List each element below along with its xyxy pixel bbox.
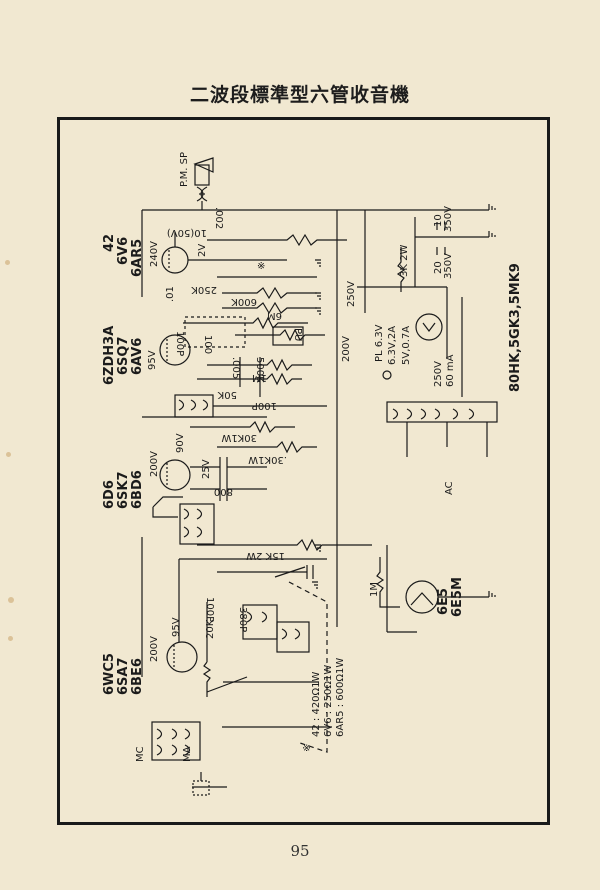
- label-20k: 20K: [205, 619, 216, 639]
- speaker-label: P.M. SP: [179, 152, 190, 187]
- note-line-1: 42 : 420Ω1W: [311, 671, 322, 737]
- label-200v-conv: 200V: [149, 636, 160, 662]
- page-number: 95: [290, 842, 310, 860]
- label-c100p: 100P: [174, 331, 185, 356]
- tube-label-detector-3: 6AV6: [130, 338, 145, 375]
- label-2v: 2V: [197, 244, 208, 257]
- tube-label-eye-2: 6E5M: [450, 577, 465, 617]
- label-250v: 250V: [346, 281, 357, 307]
- label-filament-top: 6.3V,2A: [387, 326, 398, 365]
- label-240v: 240V: [149, 241, 160, 267]
- label-note-mark: ※: [257, 261, 265, 272]
- label-pl: PL 6.3V: [374, 324, 385, 362]
- label-200v-main: 200V: [341, 336, 352, 362]
- label-15k: 15K 2W: [246, 550, 285, 561]
- label-6m: 6M: [267, 310, 282, 321]
- tube-label-conv-2: 6SA7: [116, 657, 131, 695]
- page-title: 二波段標準型六管收音機: [189, 84, 410, 106]
- note-mark: ※: [302, 744, 313, 752]
- label-1m: 1M: [252, 372, 267, 383]
- label-c100p-conv: 100P: [204, 597, 215, 622]
- label-c01: .01: [165, 286, 176, 302]
- label-cap-10: 10: [433, 214, 444, 227]
- tube-label-detector-2: 6SQ7: [116, 336, 131, 375]
- tube-label-detector-1: 6ZDH3A: [102, 326, 117, 385]
- schematic-diagram: 42 6V6 6AR5 6ZDH3A 6SQ7 6AV6 6D6 6SK7 6B…: [57, 117, 550, 825]
- label-cap-20: 20: [433, 261, 444, 274]
- label-95v-conv: 95V: [171, 617, 182, 637]
- label-30k-b: .30K1W: [248, 454, 287, 465]
- tube-label-if-2: 6SK7: [116, 471, 131, 509]
- label-c002: .002: [213, 207, 224, 229]
- label-95v-det: 95V: [147, 350, 158, 370]
- label-c10-50v: 10(50V): [167, 227, 207, 238]
- tube-label-output-2: 6V6: [116, 237, 131, 265]
- label-mc: MC: [135, 746, 146, 762]
- tube-label-output-3: 6AR5: [130, 239, 145, 277]
- label-1m-eye: 1M: [369, 582, 380, 597]
- label-cap-10-v: 350V: [443, 206, 454, 232]
- label-30k: 30K1W: [221, 432, 257, 443]
- label-3k: 3K 2W: [399, 245, 410, 277]
- tube-label-conv-3: 6BE6: [130, 658, 145, 695]
- tube-label-output-1: 42: [102, 234, 117, 252]
- note-line-2: 6V6 : 250Ω1W: [323, 665, 334, 737]
- label-ht-ma: 60 mA: [445, 354, 456, 387]
- label-50k: 50K: [217, 389, 237, 400]
- label-c100: 100: [202, 335, 213, 354]
- label-800: 800: [214, 486, 233, 497]
- stain-mark: [6, 452, 11, 457]
- tube-label-conv-1: 6WC5: [102, 653, 117, 695]
- label-25v: 25V: [201, 459, 212, 479]
- label-filament-mid: 5V,0.7A: [401, 326, 412, 365]
- tube-label-rectifier: 80HK,5GK3,5MK9: [508, 263, 523, 392]
- label-cap-20-v: 350V: [443, 253, 454, 279]
- label-380p: 380P: [237, 607, 248, 632]
- stain-mark: [8, 597, 14, 603]
- label-ac: AC: [444, 481, 455, 495]
- tube-label-eye-1: 6E5: [436, 588, 451, 615]
- tube-label-if-3: 6BD6: [130, 470, 145, 509]
- label-c005: .005: [230, 357, 241, 379]
- label-200v-if: 200V: [149, 451, 160, 477]
- note-line-3: 6AR5 : 600Ω1W: [335, 658, 346, 737]
- label-ma: MA: [182, 746, 193, 762]
- label-500k: 500K: [254, 357, 265, 383]
- stain-mark: [5, 260, 10, 265]
- label-90v: 90V: [175, 433, 186, 453]
- stain-mark: [8, 636, 13, 641]
- label-c100p-b: 100P: [252, 400, 277, 411]
- label-600k: 600K: [231, 296, 257, 307]
- label-pu: PU: [292, 328, 303, 341]
- label-250k: 250K: [191, 284, 217, 295]
- tube-label-if-1: 6D6: [102, 480, 117, 509]
- label-ht-ac: 250V: [433, 361, 444, 387]
